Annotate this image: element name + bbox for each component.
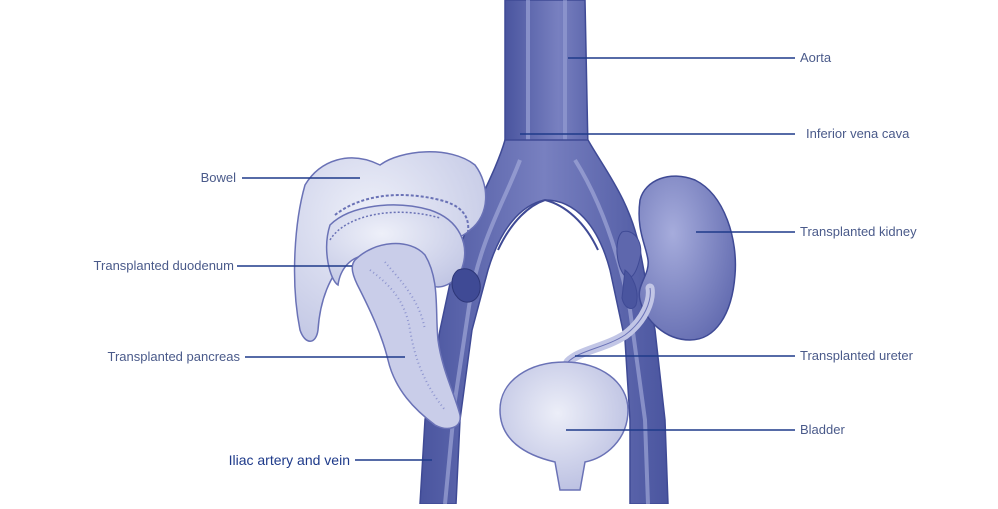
label-bladder: Bladder — [800, 422, 845, 438]
label-iliac-artery-and-vein: Iliac artery and vein — [120, 452, 350, 468]
label-bowel: Bowel — [176, 170, 236, 186]
label-inferior-vena-cava: Inferior vena cava — [806, 126, 909, 142]
label-transplanted-duodenum: Transplanted duodenum — [10, 258, 234, 274]
bladder — [500, 362, 628, 490]
label-transplanted-ureter: Transplanted ureter — [800, 348, 913, 364]
label-transplanted-kidney: Transplanted kidney — [800, 224, 917, 240]
label-aorta: Aorta — [800, 50, 831, 66]
label-transplanted-pancreas: Transplanted pancreas — [10, 349, 240, 365]
